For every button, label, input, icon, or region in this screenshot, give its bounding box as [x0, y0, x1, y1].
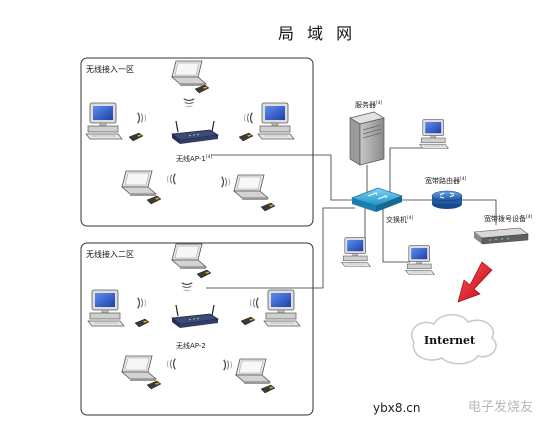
access-point-1-icon: [171, 120, 219, 145]
desktop-pc-icon: [263, 289, 301, 327]
server-label: 服务器[4]: [355, 100, 383, 109]
internet-label: Internet: [424, 334, 476, 347]
ap-2-label: 无线AP-2: [176, 341, 206, 350]
desktop-pc-icon: [405, 245, 435, 275]
desktop-pc-icon: [85, 102, 123, 140]
wireless-signal-icon: [166, 358, 176, 370]
wireless-card-icon: [146, 380, 162, 390]
desktop-pc-icon: [87, 289, 125, 327]
switch-label: 交换机[4]: [386, 215, 414, 224]
modem-label: 宽带拨号设备[4]: [484, 214, 533, 223]
wireless-signal-icon: [137, 297, 147, 309]
laptop-icon: [171, 243, 207, 270]
access-point-2-icon: [171, 304, 219, 329]
zone-2-label: 无线接入二区: [86, 249, 134, 259]
wireless-card-icon: [260, 202, 276, 212]
wireless-card-icon: [146, 195, 162, 205]
zone-1-box: [80, 57, 314, 227]
wireless-card-icon: [260, 384, 276, 394]
arrow-down-icon: [457, 261, 493, 303]
zone-2-box: [80, 242, 314, 416]
watermark-site: ybx8.cn: [373, 401, 420, 415]
internet-cloud-icon: [411, 314, 497, 365]
wireless-card-icon: [128, 132, 144, 142]
wireless-card-icon: [194, 84, 210, 94]
desktop-pc-icon: [257, 102, 295, 140]
router-label: 宽带路由器[4]: [425, 176, 467, 185]
wireless-signal-icon: [181, 282, 193, 292]
wireless-signal-icon: [243, 112, 253, 124]
desktop-pc-icon: [341, 237, 371, 267]
laptop-icon: [235, 358, 271, 385]
laptop-icon: [121, 355, 157, 382]
wireless-signal-icon: [166, 173, 176, 185]
laptop-icon: [121, 170, 157, 197]
ap-1-label: 无线AP-1[4]: [176, 154, 212, 163]
laptop-icon: [171, 60, 207, 87]
wireless-signal-icon: [221, 176, 231, 188]
zone-1-label: 无线接入一区: [86, 64, 134, 74]
diagram-title: 局 域 网: [278, 24, 356, 43]
wireless-signal-icon: [183, 98, 195, 108]
router-icon: [431, 190, 463, 209]
wireless-card-icon: [240, 316, 256, 326]
watermark-brand: 电子发烧友: [468, 399, 533, 415]
server-icon: [349, 111, 385, 166]
wireless-signal-icon: [137, 112, 147, 124]
switch-icon: [350, 187, 404, 212]
desktop-pc-icon: [419, 119, 449, 149]
wireless-signal-icon: [223, 359, 233, 371]
wireless-card-icon: [238, 132, 254, 142]
wireless-card-icon: [196, 269, 212, 279]
modem-icon: [473, 227, 529, 245]
wireless-card-icon: [134, 318, 150, 328]
laptop-icon: [233, 174, 269, 201]
wireless-signal-icon: [249, 297, 259, 309]
connection-lines: [206, 147, 497, 289]
